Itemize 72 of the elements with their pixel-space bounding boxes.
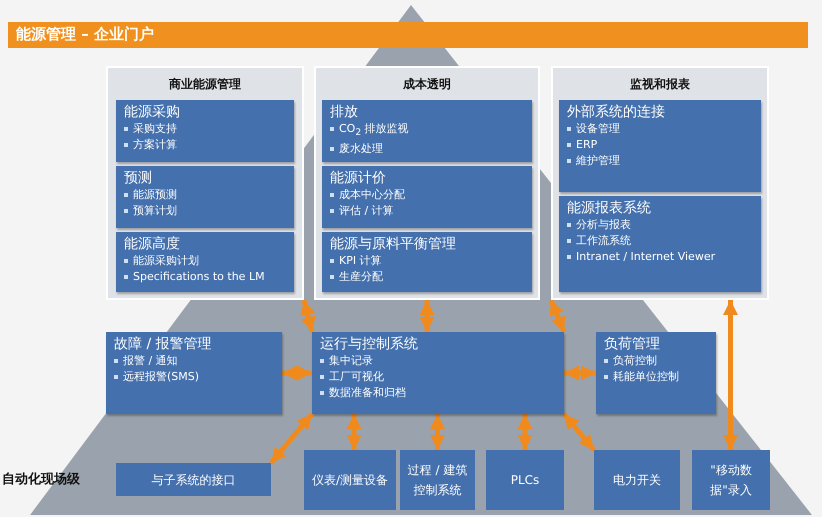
card-heading: 能源高度 xyxy=(124,235,180,253)
bullet-item: 设备管理 xyxy=(567,121,620,137)
card-heading: 能源计价 xyxy=(330,169,386,187)
bullet-item: Intranet / Internet Viewer xyxy=(567,249,716,265)
info-card xyxy=(596,332,716,414)
device-box: 过程 / 建筑控制系统 xyxy=(400,450,475,510)
bullet-item: KPI 计算 xyxy=(330,253,382,269)
double-arrow xyxy=(282,366,312,380)
double-arrow xyxy=(564,366,596,380)
bullet-item: 耗能单位控制 xyxy=(604,369,679,385)
bullet-item: 集中记录 xyxy=(320,353,373,369)
info-card xyxy=(116,166,294,228)
bullet-item: Specifications to the LM xyxy=(124,269,265,285)
device-box: 与子系统的接口 xyxy=(116,463,271,496)
bullet-item: 方案计算 xyxy=(124,137,177,153)
device-box: "移动数据"录入 xyxy=(692,450,770,510)
card-heading: 排放 xyxy=(330,103,358,121)
double-arrow xyxy=(346,414,362,450)
card-heading: 负荷管理 xyxy=(604,335,660,353)
bullet-item: ERP xyxy=(567,137,598,153)
panel-heading: 成本透明 xyxy=(403,76,451,93)
device-box: 仪表/测量设备 xyxy=(304,450,396,510)
double-arrow xyxy=(420,300,434,332)
card-heading: 故障 / 报警管理 xyxy=(114,335,212,353)
info-card xyxy=(116,232,294,292)
info-card xyxy=(322,232,532,292)
group-panel xyxy=(106,66,304,300)
bullet-item: 生産分配 xyxy=(330,269,383,285)
double-arrow xyxy=(562,412,596,452)
panel-heading: 商业能源管理 xyxy=(169,76,241,93)
bullet-item: 评估 / 计算 xyxy=(330,203,394,219)
device-box: PLCs xyxy=(486,450,564,510)
title-banner: 能源管理 – 企业门户 xyxy=(8,22,808,48)
card-heading: 能源采购 xyxy=(124,103,180,121)
double-arrow xyxy=(548,299,566,333)
double-arrow xyxy=(269,412,314,465)
bullet-item: 能源采购计划 xyxy=(124,253,199,269)
level-label: 自动化现场级 xyxy=(2,471,80,488)
card-heading: 外部系统的连接 xyxy=(567,103,665,121)
info-card xyxy=(106,332,282,414)
double-arrow xyxy=(518,414,532,450)
bullet-item: 能源预测 xyxy=(124,187,177,203)
bullet-item: 报警 / 通知 xyxy=(114,353,178,369)
device-box: 电力开关 xyxy=(594,450,680,510)
info-card xyxy=(322,100,532,162)
bullet-item: 工厂可视化 xyxy=(320,369,384,385)
bullet-item: 維护管理 xyxy=(567,153,620,169)
bullet-item: CO$_{2}$ 排放监视 xyxy=(330,121,409,142)
bullet-item: 废水处理 xyxy=(330,141,383,158)
card-heading: 能源报表系统 xyxy=(567,199,651,217)
info-card xyxy=(312,332,564,414)
bullet-item: 采购支持 xyxy=(124,121,177,137)
bullet-item: 分析与报表 xyxy=(567,217,631,233)
double-arrow xyxy=(723,300,738,450)
card-heading: 预测 xyxy=(124,169,152,187)
card-heading: 能源与原料平衡管理 xyxy=(330,235,456,253)
panel-heading: 监视和报表 xyxy=(630,76,690,93)
bullet-item: 远程报警(SMS) xyxy=(114,369,200,385)
info-card xyxy=(322,166,532,228)
bullet-item: 成本中心分配 xyxy=(330,187,405,203)
bullet-item: 预算计划 xyxy=(124,203,177,219)
info-card xyxy=(116,100,294,162)
bullet-item: 数据准备和归档 xyxy=(320,385,406,401)
double-arrow xyxy=(300,299,316,333)
group-panel xyxy=(314,66,540,300)
info-card xyxy=(559,196,761,292)
bullet-item: 工作流系统 xyxy=(567,233,631,249)
info-card xyxy=(559,100,761,192)
bullet-item: 负荷控制 xyxy=(604,353,657,369)
card-heading: 运行与控制系统 xyxy=(320,335,418,353)
group-panel xyxy=(551,66,769,300)
double-arrow xyxy=(430,414,445,450)
